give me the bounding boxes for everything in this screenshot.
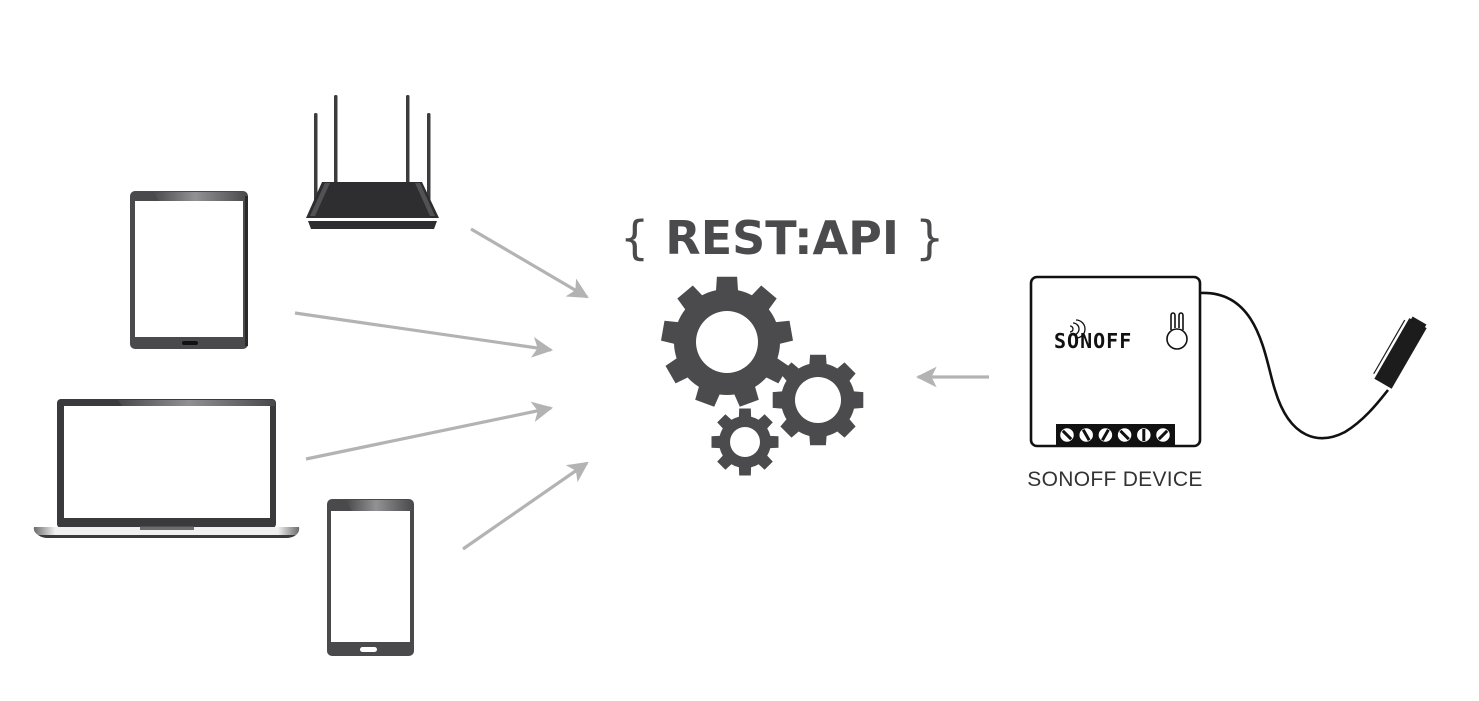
device-body xyxy=(1029,275,1202,448)
device-label: SONOFF DEVICE xyxy=(1027,468,1203,491)
gear-large-hole xyxy=(696,311,758,373)
screw-slot xyxy=(1157,429,1169,441)
arrow-phone-to-api xyxy=(462,461,589,551)
screw-slot xyxy=(1101,429,1110,441)
device-cable xyxy=(1199,291,1390,440)
screw-slot xyxy=(1081,429,1091,441)
arrow-laptop-to-api xyxy=(305,401,554,461)
arrow-tablet-to-api xyxy=(294,311,554,358)
sonoff-device-icon: SONOFF xyxy=(1029,275,1427,448)
smartphone-icon xyxy=(327,499,414,656)
device-plug xyxy=(1373,316,1427,389)
router-icon xyxy=(306,95,439,229)
pairing-button-icon xyxy=(1166,312,1188,350)
page-title: { REST:API } xyxy=(620,206,944,270)
sonoff-logo: SONOFF xyxy=(1054,329,1132,353)
gears-icon xyxy=(661,276,864,476)
wifi-icon xyxy=(1069,319,1086,339)
screw-slot xyxy=(1061,429,1073,441)
arrow-router-to-api xyxy=(470,227,589,299)
laptop-icon xyxy=(33,399,300,538)
tablet-icon xyxy=(130,191,248,349)
title-open-brace: { xyxy=(620,211,650,265)
gear-medium-hole xyxy=(795,377,841,423)
title-text: REST:API xyxy=(665,211,899,265)
title-close-brace: } xyxy=(914,211,945,265)
screw-slot xyxy=(1119,429,1130,441)
arrows xyxy=(294,227,989,551)
terminal-screws xyxy=(1058,426,1172,444)
gear-small-hole xyxy=(730,427,760,457)
